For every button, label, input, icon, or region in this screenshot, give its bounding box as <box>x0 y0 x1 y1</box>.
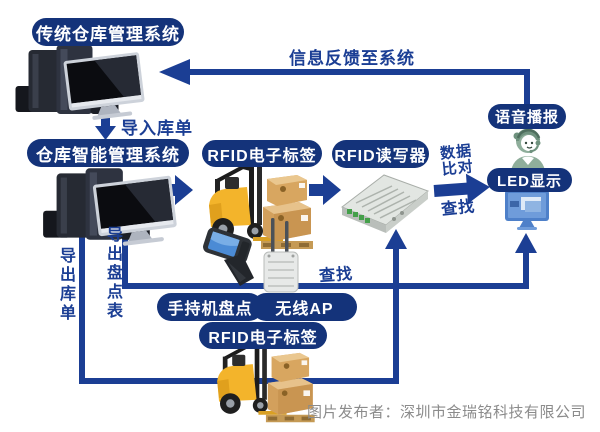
forklift-with-boxes-bottom-icon <box>208 336 322 426</box>
node-smart-system: 仓库智能管理系统 <box>27 139 189 167</box>
export-checklist-line <box>122 224 529 289</box>
edge-label-search-mid: 查找 <box>440 198 477 219</box>
node-rfid-tag-top: RFID电子标签 <box>202 140 322 167</box>
wireless-ap-icon <box>258 218 304 296</box>
export-checklist-arrowhead-up <box>515 233 537 253</box>
credit-text: 图片发布者：深圳市金瑞铭科技有限公司 <box>307 404 587 421</box>
import-order-down-arrow <box>95 113 116 140</box>
led-display-monitor-icon <box>503 189 553 231</box>
smart-system-computer-icon <box>40 162 185 247</box>
node-voice-broadcast: 语音播报 <box>488 104 566 129</box>
reader-to-led-arrow <box>433 173 490 204</box>
feedback-line <box>188 69 530 106</box>
voice-operator-icon <box>508 126 548 170</box>
export-order-arrowhead-up <box>385 229 407 249</box>
node-handheld-inventory: 手持机盘点 <box>157 293 263 321</box>
node-rfid-tag-bottom: RFID电子标签 <box>199 322 327 349</box>
traditional-system-computer-icon <box>10 40 155 120</box>
edge-label-data-compare: 数据 比对 <box>439 142 475 179</box>
feedback-arrowhead-left <box>159 59 190 85</box>
node-led-display: LED显示 <box>487 168 572 192</box>
node-rfid-reader: RFID读写器 <box>332 140 429 168</box>
node-wireless-ap: 无线AP <box>252 293 357 321</box>
forklift-to-reader-arrow <box>309 175 341 205</box>
edge-label-search-bottom: 查找 <box>318 265 354 286</box>
node-traditional-system: 传统仓库管理系统 <box>32 18 184 46</box>
rfid-reader-device-icon <box>336 167 432 245</box>
edge-label-feedback: 信息反馈至系统 <box>289 49 415 68</box>
edge-label-import-order: 导入库单 <box>121 119 193 138</box>
data-compare-line2: 比对 <box>440 158 475 179</box>
system-to-forklift-arrow <box>158 175 193 205</box>
edge-label-export-checklist: 导出盘点表 <box>104 226 121 321</box>
edge-label-export-order: 导出库单 <box>57 247 74 323</box>
handheld-terminal-icon <box>194 226 266 294</box>
